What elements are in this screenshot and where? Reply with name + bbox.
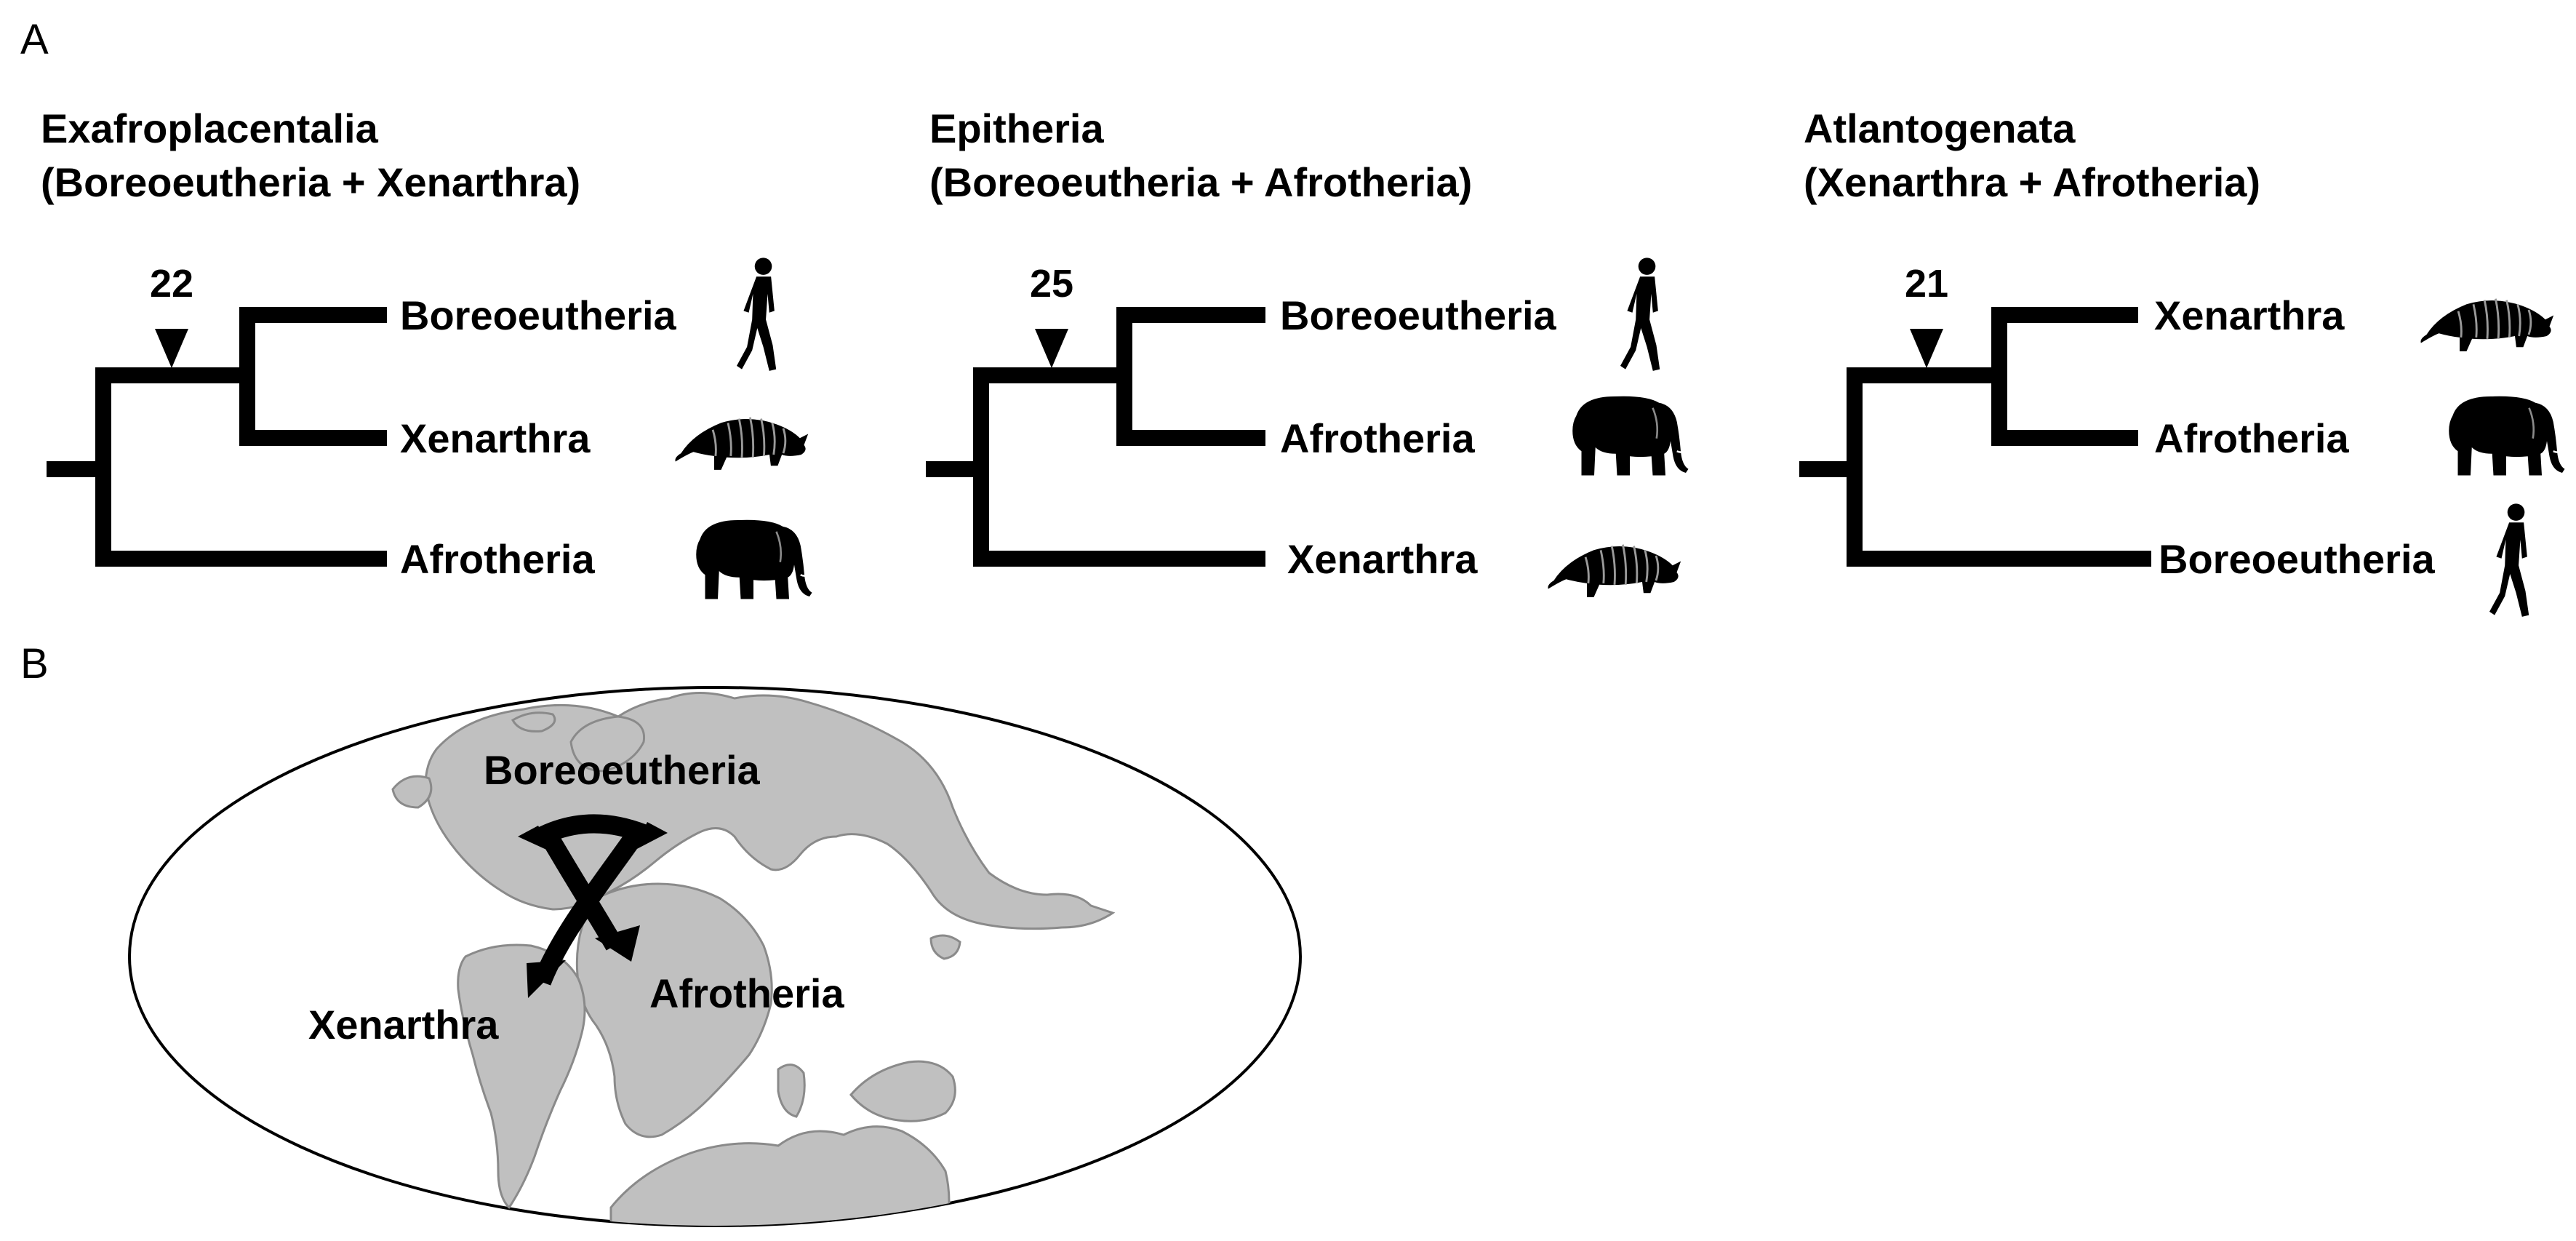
human-icon [2489,503,2529,617]
tree-2-support-marker [1035,329,1068,368]
map-label-xenarthra: Xenarthra [308,1002,499,1048]
tree-2-taxon-1: Boreoeutheria [1280,292,1556,338]
tree-1-taxon-1: Boreoeutheria [400,292,676,338]
tree-3-title: Atlantogenata [1804,105,2076,151]
tree-1-support-value: 22 [150,262,193,306]
tree-1-subtitle: (Boreoeutheria + Xenarthra) [41,159,580,205]
tree-3-taxon-1: Xenarthra [2154,292,2345,338]
elephant-icon [695,519,815,600]
east-islands [929,934,961,960]
south-america-landmass [457,943,586,1210]
tree-3-taxon-2: Afrotheria [2154,415,2349,461]
antarctica-landmass [609,1125,951,1226]
tree-2-title: Epitheria [929,105,1104,151]
tree-3-taxon-3: Boreoeutheria [2159,536,2435,582]
tree-1-taxon-3: Afrotheria [400,536,595,582]
australia-landmass [849,1060,956,1122]
tree-2-taxon-2: Afrotheria [1280,415,1475,461]
arrow-boreo-left-head [518,826,553,853]
tree-2-taxon-3: Xenarthra [1287,536,1478,582]
greenland-landmass [569,715,646,773]
tree-1: Exafroplacentalia (Boreoeutheria + Xenar… [41,105,815,600]
human-icon [737,258,777,371]
paleo-map: Boreoeutheria Xenarthra Afrotheria [128,686,1302,1227]
panel-b-label: B [20,640,49,687]
tree-1-taxon-2: Xenarthra [400,415,591,461]
arctic-islands [511,711,556,733]
arrow-boreo-right-head [633,822,668,851]
arrow-boreo-arc [533,814,651,847]
arrow-to-xenarthra-head [527,960,566,998]
tree-3-subtitle: (Xenarthra + Afrotheria) [1804,159,2260,205]
elephant-icon [1571,395,1691,476]
tree-2-subtitle: (Boreoeutheria + Afrotheria) [929,159,1472,205]
human-icon [1620,258,1660,371]
armadillo-icon [674,416,809,471]
arrow-to-afrotheria-head [595,925,640,962]
tree-3-support-value: 21 [1905,262,1948,306]
armadillo-icon [2420,298,2555,353]
tree-3: Atlantogenata (Xenarthra + Afrotheria) 2… [1799,105,2567,617]
tree-2: Epitheria (Boreoeutheria + Afrotheria) 2… [926,105,1691,599]
madagascar-landmass [777,1064,806,1118]
tree-2-support-value: 25 [1030,262,1073,306]
map-label-boreoeutheria: Boreoeutheria [484,747,760,793]
armadillo-icon [1547,543,1682,599]
map-label-afrotheria: Afrotheria [649,970,844,1016]
elephant-icon [2447,395,2567,476]
tree-3-support-marker [1910,329,1943,368]
tree-1-title: Exafroplacentalia [41,105,379,151]
tree-1-support-marker [155,329,188,368]
panel-a-label: A [20,16,49,63]
west-island [391,775,433,809]
